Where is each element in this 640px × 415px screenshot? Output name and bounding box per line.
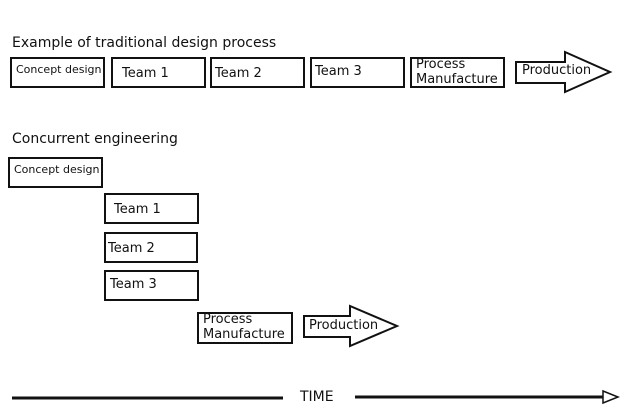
conc-production-label: Production: [309, 318, 379, 333]
trad-production-label: Production: [522, 63, 592, 78]
step-label: Team 3: [315, 64, 362, 79]
time-label: TIME: [300, 389, 334, 405]
step-label: Team 3: [110, 277, 157, 292]
conc-step-concept-design: Concept design: [8, 157, 103, 188]
trad-production-arrow: [515, 50, 613, 94]
conc-production-arrow: [303, 304, 400, 348]
trad-step-process-manufacture: Process Manufacture: [410, 57, 505, 88]
trad-step-team-3: Team 3: [310, 57, 405, 88]
trad-step-team-2: Team 2: [210, 57, 305, 88]
concurrent-title: Concurrent engineering: [12, 131, 178, 147]
step-label: Process Manufacture: [203, 312, 285, 342]
step-label: Concept design: [16, 63, 102, 76]
step-label: Process Manufacture: [416, 57, 498, 87]
timeline-arrowhead: [602, 389, 621, 405]
step-label: Concept design: [14, 163, 100, 176]
traditional-title: Example of traditional design process: [12, 35, 277, 51]
step-label: Team 2: [215, 66, 262, 81]
conc-step-team-1: Team 1: [104, 193, 199, 224]
conc-step-team-3: Team 3: [104, 270, 199, 301]
step-label: Team 1: [114, 202, 161, 217]
trad-step-team-1: Team 1: [111, 57, 206, 88]
conc-step-process-manufacture: Process Manufacture: [197, 312, 293, 344]
step-label: Team 1: [122, 66, 169, 81]
trad-step-concept-design: Concept design: [10, 57, 105, 88]
step-label: Team 2: [108, 241, 155, 256]
conc-step-team-2: Team 2: [104, 232, 198, 263]
